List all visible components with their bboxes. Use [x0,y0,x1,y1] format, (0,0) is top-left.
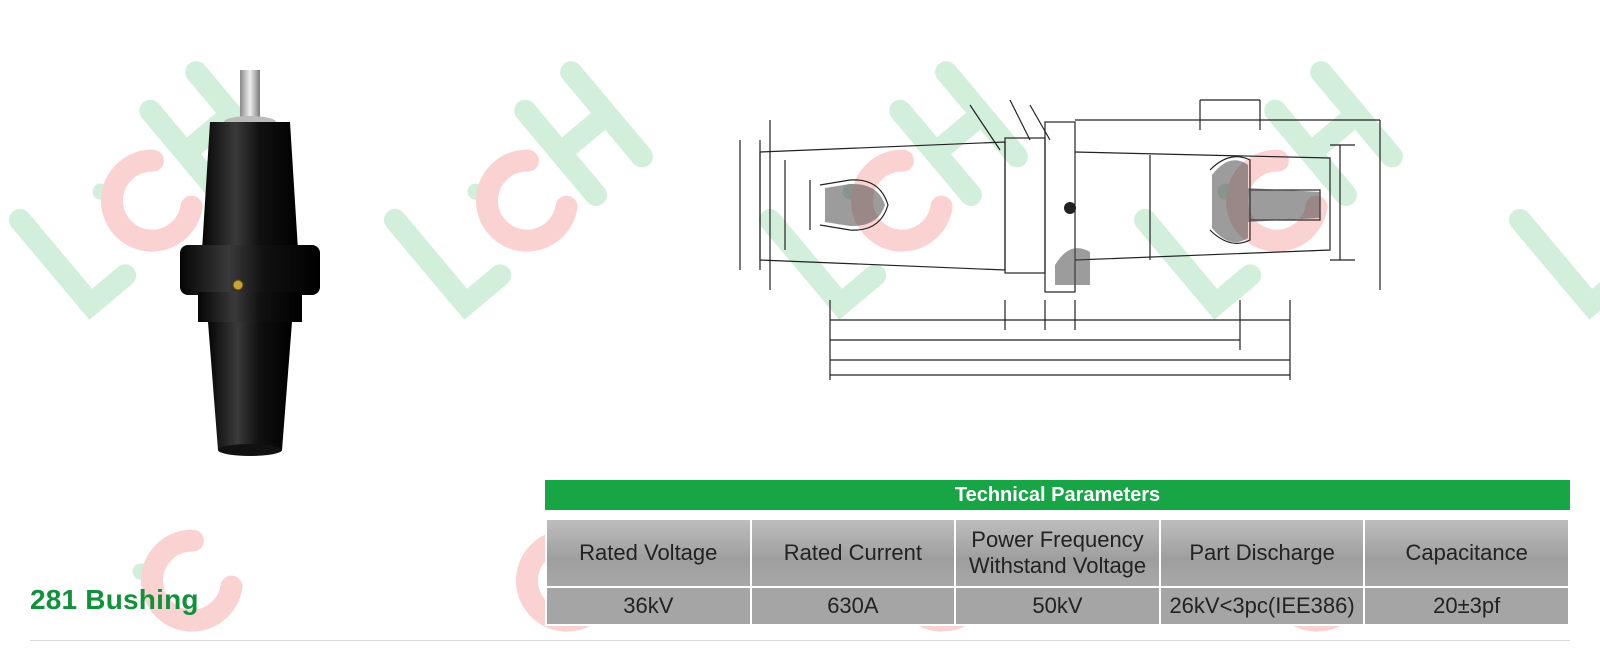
value-capacitance: 20±3pf [1363,586,1570,626]
value-rated-voltage: 36kV [545,586,752,626]
technical-parameters-section: Technical Parameters Rated Voltage Rated… [545,480,1570,626]
product-title: 281 Bushing [30,584,199,615]
header-rated-voltage: Rated Voltage [545,518,752,588]
header-power-frequency-withstand-voltage: Power Frequency Withstand Voltage [954,518,1161,588]
technical-parameters-table: Rated Voltage Rated Current Power Freque… [545,518,1570,626]
table-header-row: Rated Voltage Rated Current Power Freque… [545,518,1570,588]
bushing-product-image [180,70,320,456]
table-row: 36kV 630A 50kV 26kV<3pc(IEE386) 20±3pf [545,586,1570,626]
bushing-technical-drawing [739,99,1381,380]
value-power-frequency-withstand-voltage: 50kV [954,586,1161,626]
header-capacitance: Capacitance [1363,518,1570,588]
bottom-divider [30,640,1570,641]
technical-parameters-heading: Technical Parameters [545,480,1570,510]
value-part-discharge: 26kV<3pc(IEE386) [1158,586,1366,626]
header-rated-current: Rated Current [749,518,957,588]
header-part-discharge: Part Discharge [1158,518,1366,588]
value-rated-current: 630A [749,586,957,626]
